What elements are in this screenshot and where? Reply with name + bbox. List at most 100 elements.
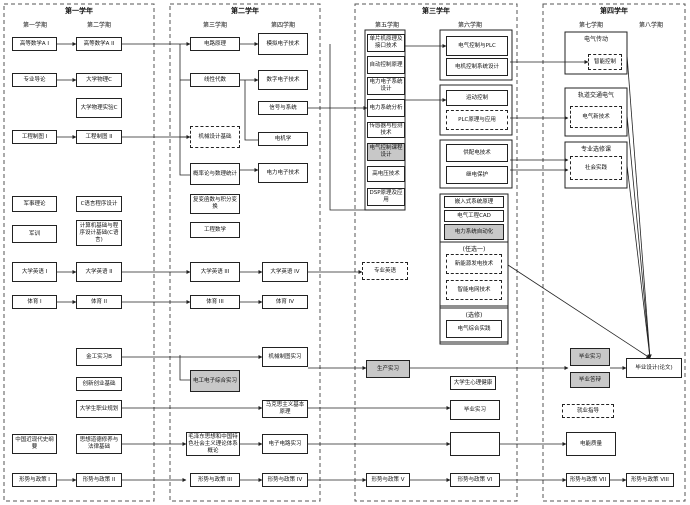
course-node: 继电保护 (446, 166, 508, 184)
course-node: 工程数学 (190, 222, 240, 238)
course-node: 电气新技术 (570, 106, 622, 128)
course-node: 马克思主义基本原理 (262, 400, 308, 418)
course-node: 电路原理 (190, 37, 240, 51)
elective-group-title: (选修) (465, 312, 483, 319)
course-node: 电机控制系统设计 (446, 58, 508, 76)
year3-title: 第三学年 (422, 7, 450, 15)
course-node: 电力电子系统设计 (367, 77, 405, 95)
course-node: 电力电子技术 (258, 163, 308, 183)
course-node: 电能质量 (566, 432, 616, 456)
course-node: 电工电子综合实习 (190, 370, 240, 392)
course-node: 电力系统分析 (367, 99, 405, 117)
course-node: DSP原理及应用 (367, 188, 405, 206)
course-node: C语言程序设计 (76, 196, 122, 212)
course-node: 大学英语 IV (262, 262, 308, 282)
course-node: 金工实习B (76, 348, 122, 366)
course-node: 供配电技术 (446, 144, 508, 162)
course-node: 形势与政策 II (76, 473, 122, 487)
group-frame-3 (439, 139, 513, 189)
course-node: 电气综合实践 (446, 320, 502, 338)
year2-sem1: 第三学期 (202, 22, 227, 29)
course-node: 模拟电子技术 (258, 33, 308, 55)
course-node: 工程制图 I (12, 130, 57, 144)
course-node: 大学英语 I (12, 262, 57, 282)
course-node: 专业英语 (362, 262, 408, 280)
course-node: 智能电网技术 (446, 280, 502, 300)
year1-title: 第一学年 (65, 7, 93, 15)
course-node: 电力系统自动化 (444, 224, 504, 240)
course-node: 毕业设计(论文) (626, 358, 682, 378)
course-node: 电气控制课程设计 (367, 143, 405, 161)
course-node: 军训 (12, 225, 57, 243)
group-frame-6 (439, 307, 509, 343)
course-node: 形势与政策 V (366, 473, 410, 487)
course-node: 形势与政策 III (190, 473, 240, 487)
elective-group-title: (任选一) (462, 246, 486, 253)
course-node: 电气控制与PLC (446, 36, 508, 56)
year1-frame (3, 3, 155, 502)
year4-title: 第四学年 (600, 7, 628, 15)
group-frame-2 (439, 84, 513, 136)
direction-title: 电气传动 (583, 36, 608, 43)
course-node: 形势与政策 I (12, 473, 57, 487)
course-node: 大学生心理健康 (450, 376, 496, 390)
course-node: 高等数学A I (12, 37, 57, 51)
year1-sem2: 第二学期 (86, 22, 111, 29)
course-node: 高电压技术 (367, 166, 405, 182)
course-node: 信号与系统 (258, 101, 308, 115)
course-node: 大学物理实验C (76, 98, 122, 118)
course-node: 机械设计基础 (190, 126, 240, 148)
course-node: 形势与政策 VI (450, 473, 500, 487)
year4-sem1: 第七学期 (578, 22, 603, 29)
course-node: 工程制图 II (76, 130, 122, 144)
course-node: 毕业实习 (450, 400, 500, 420)
group-frame-1 (439, 29, 513, 81)
course-node (450, 432, 500, 456)
year3-frame (354, 3, 518, 502)
course-node: 毛泽东思想和中国特色社会主义理论体系概论 (186, 432, 240, 456)
year1-sem1: 第一学期 (22, 22, 47, 29)
course-node: 电子电路实习 (262, 434, 308, 454)
course-node: 毕业实习 (570, 348, 610, 366)
course-node: 体育 IV (262, 295, 308, 309)
year2-sem2: 第四学期 (270, 22, 295, 29)
course-node: 中国近现代史纲要 (12, 434, 57, 454)
course-node: PLC原理与应用 (446, 110, 508, 130)
direction-title: 轨道交通电气 (577, 92, 614, 99)
year4-frame (542, 3, 686, 502)
course-node: 社会实践 (570, 156, 622, 180)
year2-frame (169, 3, 321, 502)
course-node: 生产实习 (366, 360, 410, 378)
course-node: 体育 II (76, 295, 122, 309)
course-node: 自动控制原理 (367, 56, 405, 74)
year4-sem2: 第八学期 (638, 22, 663, 29)
group-frame-7 (564, 31, 628, 75)
course-node: 军事理论 (12, 196, 57, 212)
course-node: 大学物理C (76, 73, 122, 87)
course-node: 形势与政策 VII (566, 473, 610, 487)
course-node: 大学生职业规划 (76, 400, 122, 418)
course-node: 数字电子技术 (258, 70, 308, 90)
course-node: 高等数学A II (76, 37, 122, 51)
course-node: 形势与政策 VIII (626, 473, 674, 487)
course-node: 体育 I (12, 295, 57, 309)
direction-title: 专业选修课 (580, 146, 611, 153)
course-node: 新能源发电技术 (446, 254, 502, 274)
course-node: 大学英语 III (190, 262, 240, 282)
course-node: 复变函数与积分变换 (190, 194, 240, 214)
group-frame-8 (564, 87, 628, 137)
course-node: 机械制图实习 (262, 347, 308, 367)
course-node: 运动控制 (446, 90, 508, 106)
course-node: 传感器与检测技术 (367, 122, 405, 138)
year3-sem2: 第六学期 (457, 22, 482, 29)
group-frame-5 (439, 241, 509, 307)
course-node: 体育 III (190, 295, 240, 309)
course-node: 就业指导 (562, 404, 614, 418)
course-node: 电气工程CAD (444, 210, 504, 222)
course-node: 嵌入式系统原理 (444, 196, 504, 208)
group-frame-10 (364, 29, 406, 211)
year3-sem1: 第五学期 (374, 22, 399, 29)
year2-title: 第二学年 (231, 7, 259, 15)
